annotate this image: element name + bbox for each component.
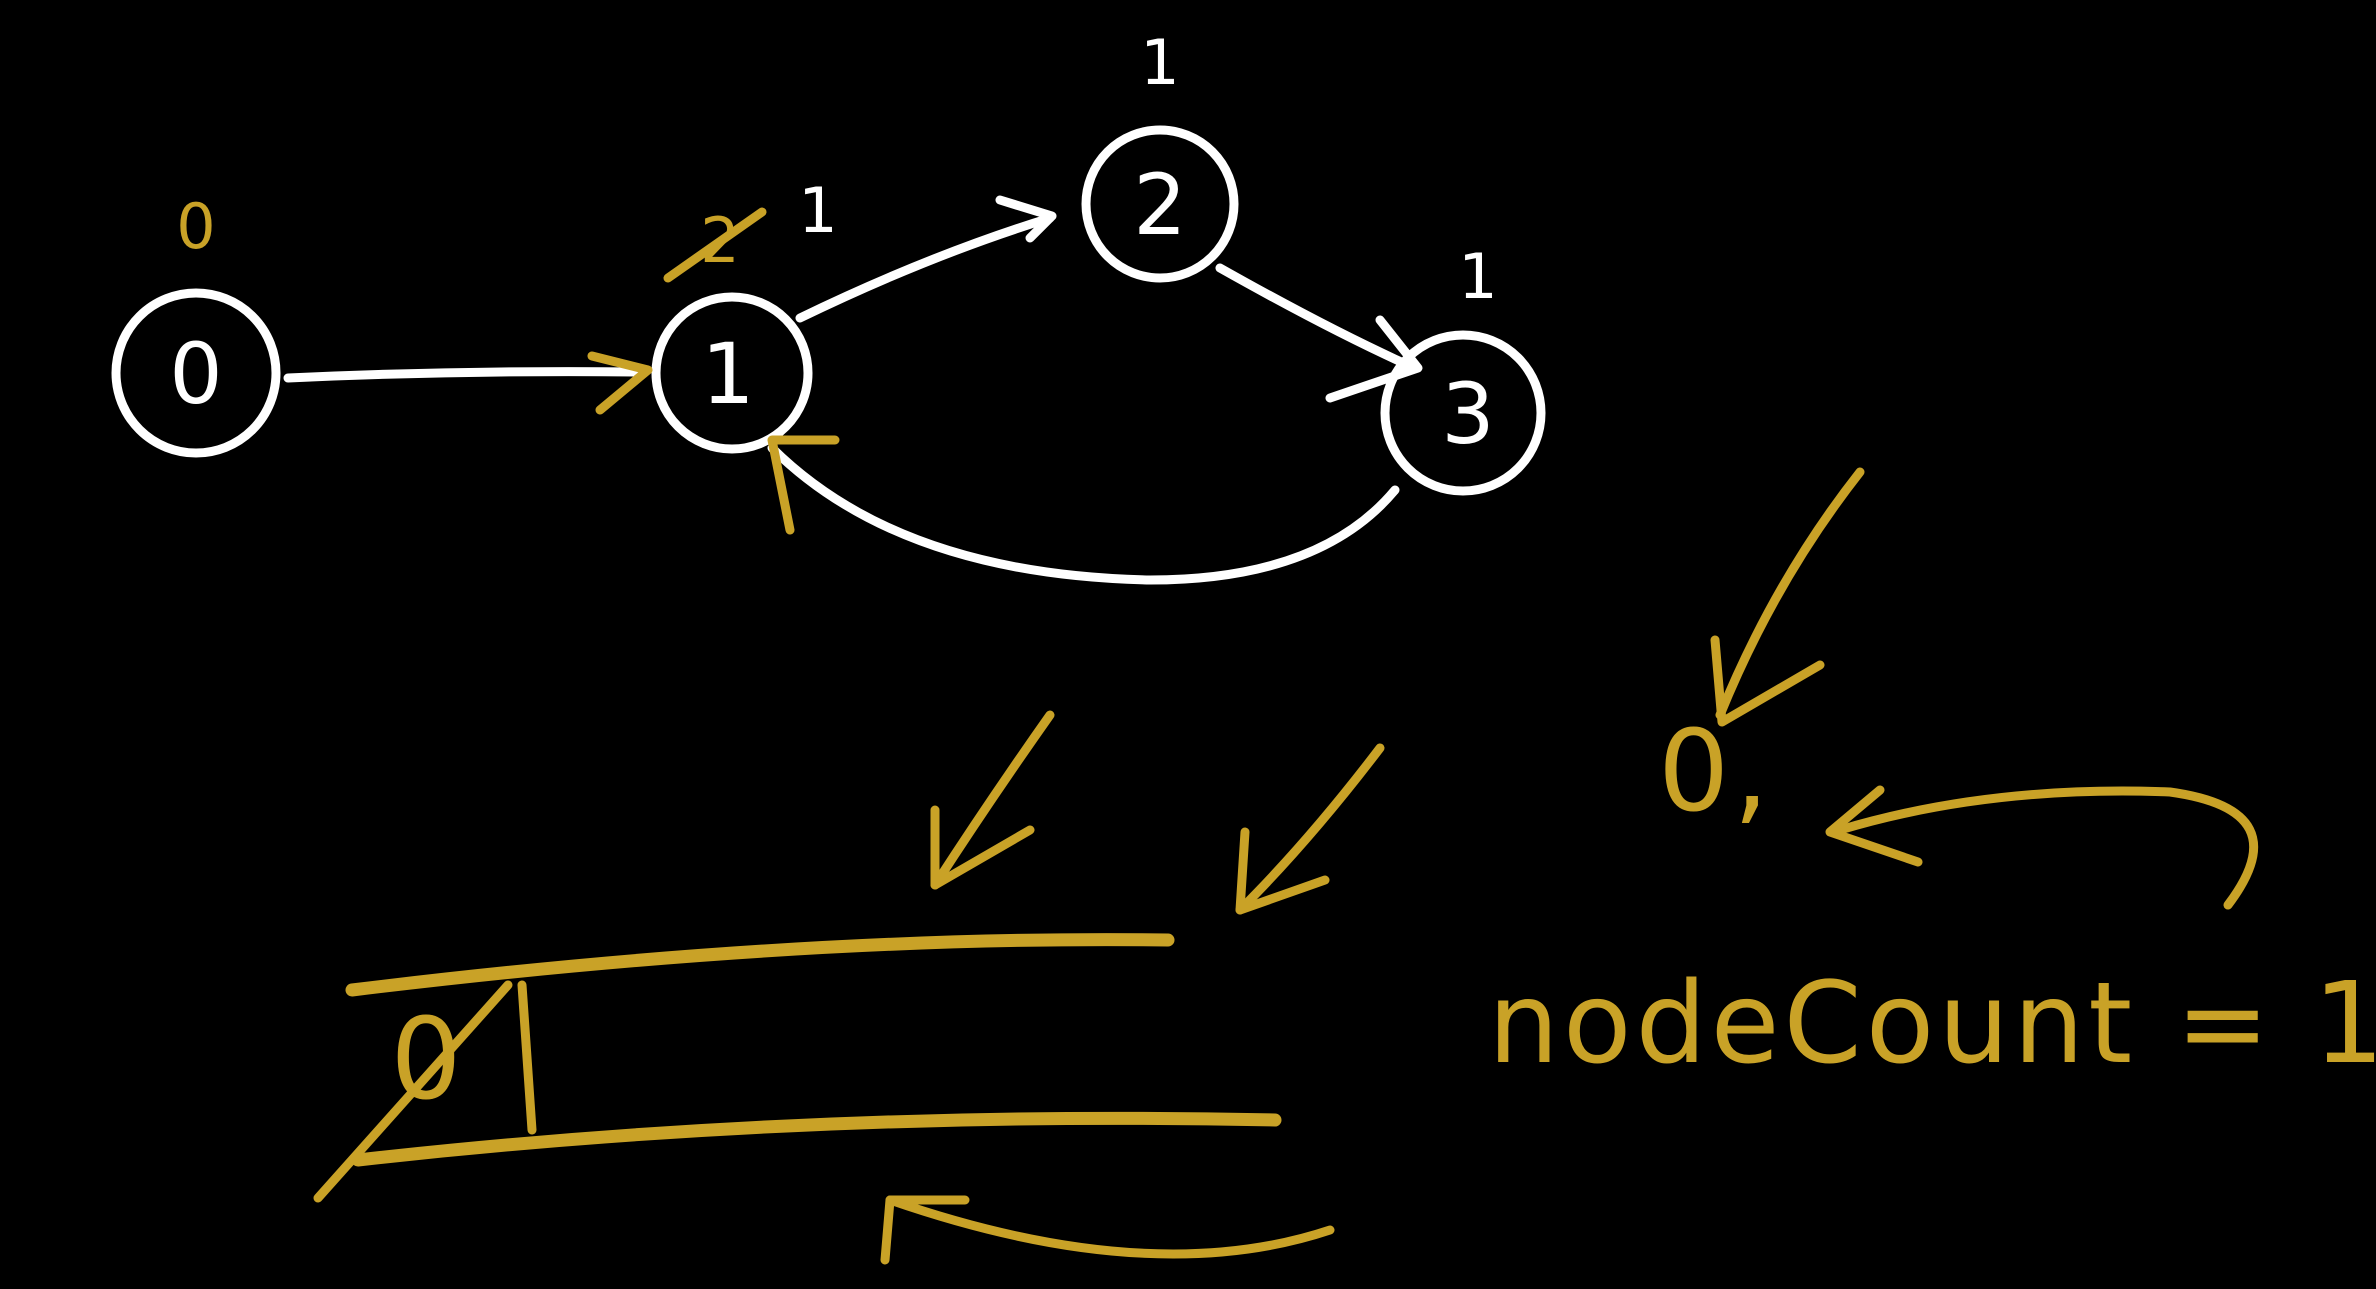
node-1-label: 1: [701, 325, 754, 423]
node-1-crossed-value: 2: [663, 204, 767, 283]
queue-crossed-entry: 0: [313, 980, 513, 1203]
node-3: 3: [1380, 330, 1546, 496]
output-sequence: 0,: [1658, 707, 1773, 837]
queue-cell-divider: [517, 980, 537, 1135]
edge-1-to-2: [795, 195, 1057, 323]
output: 0,: [1658, 467, 2259, 910]
node-3-value: 1: [1458, 240, 1497, 313]
node-1-value: 1: [798, 174, 837, 247]
node-count-formula: nodeCount = 1: [1488, 959, 2376, 1089]
enqueue-arrow-icon: [930, 710, 1055, 890]
enqueue-arrow-icon: [1235, 743, 1385, 915]
queue: 0: [313, 710, 1385, 1265]
node-0-value: 0: [176, 190, 215, 263]
return-arrow-icon: [1825, 785, 2259, 910]
node-3-label: 3: [1441, 365, 1494, 463]
edge-2-to-3: [1215, 263, 1423, 403]
dequeue-arrow-icon: [880, 1195, 1335, 1265]
node-2-label: 2: [1133, 156, 1186, 254]
node-1: 1: [651, 292, 813, 454]
node-2-value: 1: [1140, 26, 1179, 99]
edge-0-to-1: [283, 351, 653, 415]
queue-bottom-line: [351, 1111, 1282, 1167]
edge-3-to-1: [767, 435, 1400, 585]
queue-top-line: [345, 933, 1175, 997]
node-2: 2: [1081, 125, 1239, 283]
node-0: 0: [111, 288, 281, 458]
down-arrow-icon: [1710, 467, 1865, 727]
node-0-label: 0: [169, 325, 222, 423]
